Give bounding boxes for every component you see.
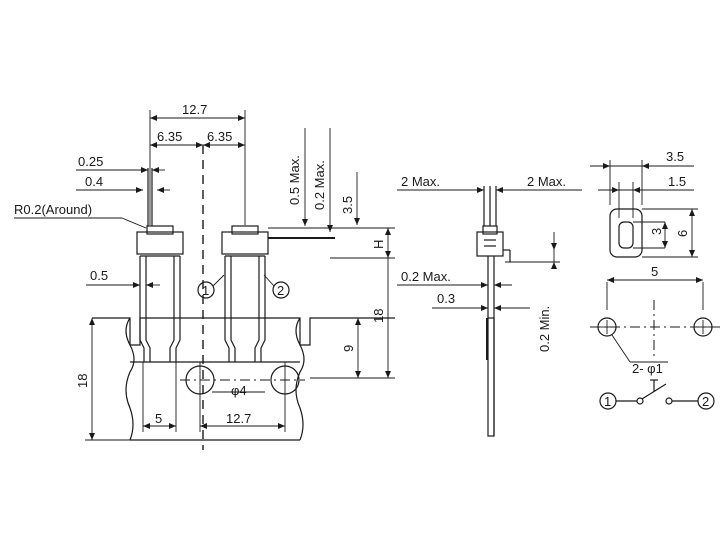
- top-max-a-label: 0.5 Max.: [287, 155, 302, 205]
- switch-schematic: 1 2: [599, 379, 715, 410]
- h-label: H: [371, 240, 386, 249]
- tab-lower-label: 9: [341, 345, 356, 352]
- height-label: 3.5: [340, 196, 355, 214]
- side-gap-max-label: 0.2 Max.: [401, 269, 451, 284]
- side-min-label: 0.2 Min.: [537, 306, 552, 352]
- side-thickness-label: 0.3: [437, 291, 455, 306]
- top-width-label: 3.5: [666, 149, 684, 164]
- front-pin1-label: 1: [202, 283, 209, 298]
- top-outer-height-label: 6: [675, 230, 690, 237]
- schematic-pin2-label: 2: [702, 394, 709, 409]
- schematic-pin1-label: 1: [604, 394, 611, 409]
- side-view: 2 Max. 2 Max. 0.2 Max. 0.3 0.2 Min.: [397, 174, 582, 437]
- side-right-max-label: 2 Max.: [527, 174, 566, 189]
- side-left-max-label: 2 Max.: [401, 174, 440, 189]
- tab-height-label: 18: [371, 309, 386, 323]
- front-half-right-label: 6.35: [207, 129, 232, 144]
- front-half-left-label: 6.35: [157, 129, 182, 144]
- hole-diameter-label: φ4: [231, 383, 247, 398]
- lead-width-label: 0.25: [78, 154, 103, 169]
- top-inner-label: 1.5: [668, 174, 686, 189]
- top-max-b-label: 0.2 Max.: [312, 160, 327, 210]
- bottom-pitch-label: 12.7: [226, 411, 251, 426]
- bottom-offset-label: 5: [155, 411, 162, 426]
- radius-label: R0.2(Around): [14, 202, 92, 217]
- top-view: 3.5 1.5 3 6: [590, 149, 698, 258]
- lead-offset-label: 0.5: [90, 268, 108, 283]
- board-height-label: 18: [75, 374, 90, 388]
- top-inner-height-label: 3: [649, 228, 664, 235]
- lead-thickness-label: 0.4: [85, 174, 103, 189]
- front-pitch-label: 12.7: [182, 102, 207, 117]
- footprint: 5 2- φ1: [590, 264, 720, 376]
- footprint-spacing-label: 5: [651, 264, 658, 279]
- front-pin2-label: 2: [277, 283, 284, 298]
- footprint-holes-label: 2- φ1: [632, 361, 663, 376]
- front-view: 12.7 6.35 6.35 0.25 0.4 R0.2(Around) 0.5: [14, 102, 395, 450]
